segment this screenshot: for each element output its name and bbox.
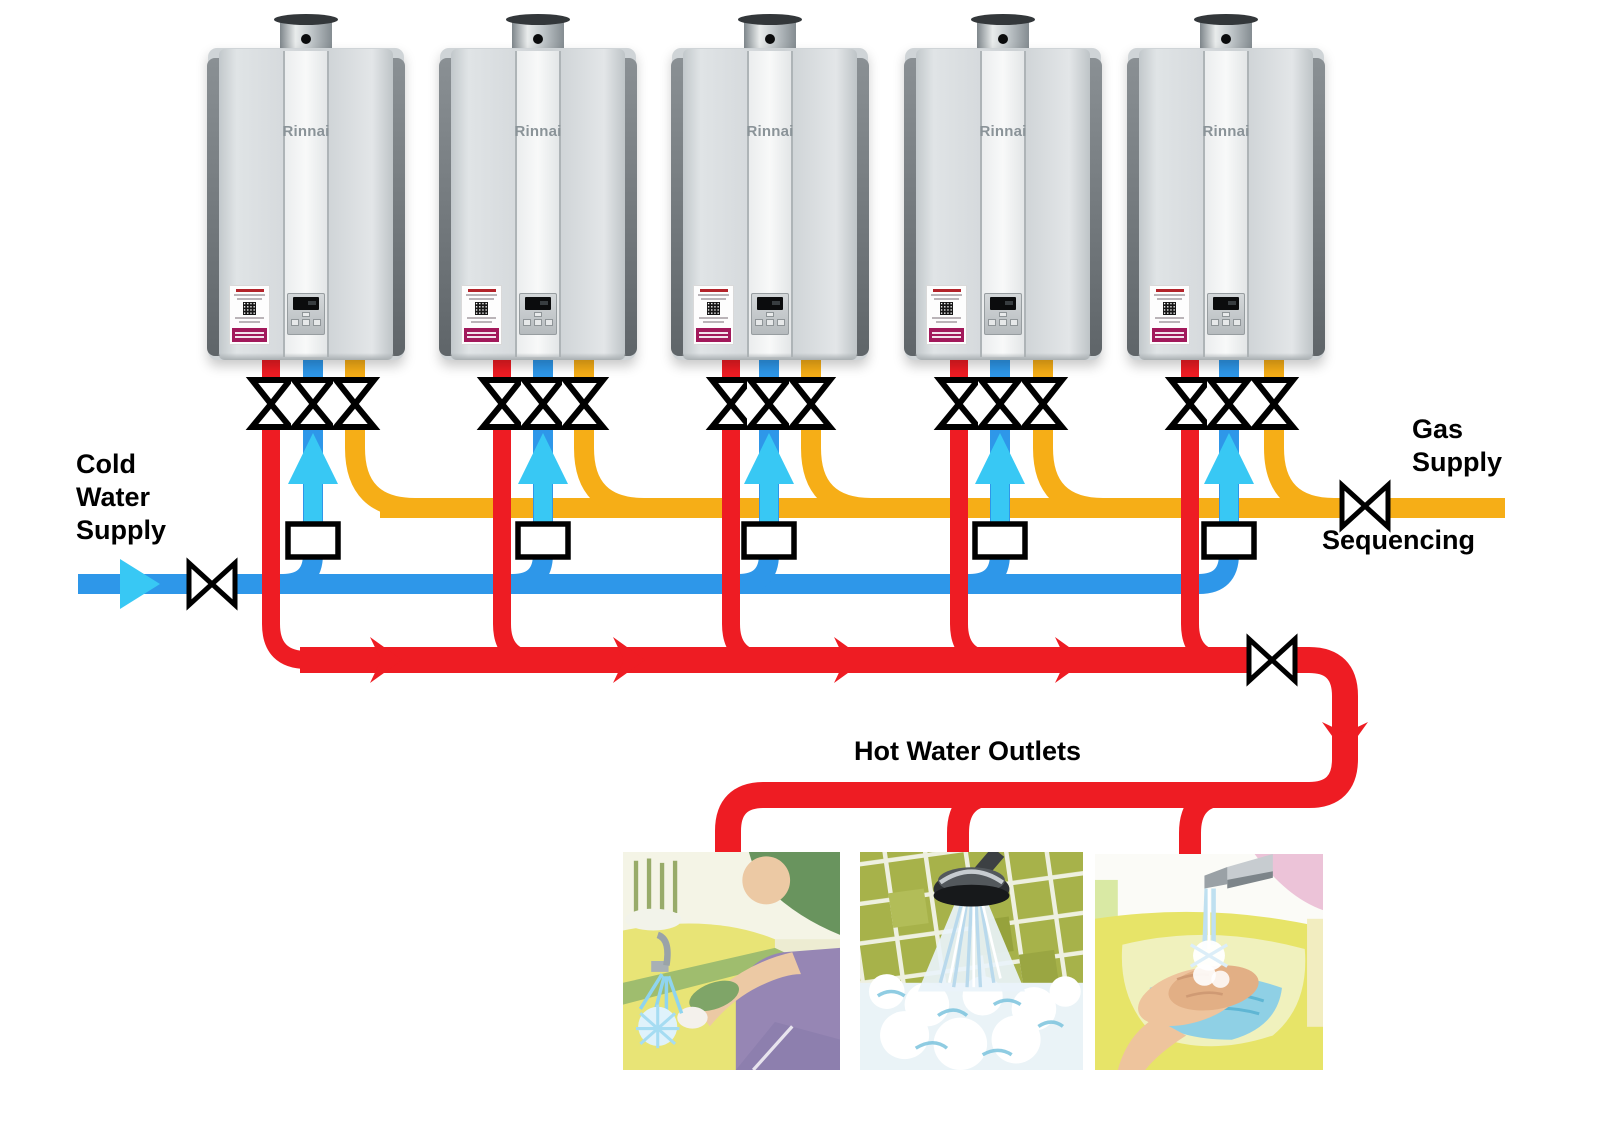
- gas-supply-label: Gas Supply: [1412, 414, 1503, 477]
- hot-water-piping: [262, 345, 1358, 864]
- front-panel: Rinnai: [916, 49, 1090, 359]
- water-heater-4: Rinnai: [904, 12, 1102, 360]
- side-panel-left: [1127, 58, 1142, 356]
- vent-pipe: [506, 12, 570, 56]
- side-panel-right: [854, 58, 869, 356]
- qr-code: [475, 302, 488, 315]
- side-panel-right: [622, 58, 637, 356]
- side-panel-left: [207, 58, 222, 356]
- control-panel: [751, 293, 789, 335]
- heater-body: Rinnai: [904, 48, 1102, 360]
- side-panel-left: [904, 58, 919, 356]
- power-button: [1222, 312, 1230, 317]
- vent-pipe: [274, 12, 338, 56]
- qr-code: [707, 302, 720, 315]
- front-panel: Rinnai: [1139, 49, 1313, 359]
- outlet-image-shower: [860, 852, 1083, 1070]
- vent-pipe: [1194, 12, 1258, 56]
- warranty-label: [1149, 285, 1190, 345]
- front-panel: Rinnai: [683, 49, 857, 359]
- warranty-label: [461, 285, 502, 345]
- heater-isolation-valves: [249, 378, 1296, 430]
- side-panel-right: [390, 58, 405, 356]
- hot-water-outlets-label: Hot Water Outlets: [854, 736, 1082, 766]
- riser-flow-indicators: [120, 433, 1254, 609]
- sequencing-label: Sequencing: [1322, 525, 1476, 555]
- rinnai-logo: Rinnai: [979, 123, 1027, 140]
- cold-flow-arrow: [120, 559, 160, 609]
- heater-body: Rinnai: [439, 48, 637, 360]
- control-panel: [287, 293, 325, 335]
- control-panel: [984, 293, 1022, 335]
- power-button: [766, 312, 774, 317]
- water-heater-5: Rinnai: [1127, 12, 1325, 360]
- power-button: [534, 312, 542, 317]
- display-screen: [757, 297, 783, 310]
- warranty-label: [693, 285, 734, 345]
- water-heater-1: Rinnai: [207, 12, 405, 360]
- control-panel: [1207, 293, 1245, 335]
- control-panel: [519, 293, 557, 335]
- side-panel-right: [1310, 58, 1325, 356]
- hot-main-valve: [1247, 637, 1297, 683]
- front-panel: Rinnai: [219, 49, 393, 359]
- outlet-image-kitchen-sink: [623, 852, 840, 1070]
- cold-water-supply-label: Cold Water Supply: [76, 449, 167, 545]
- display-screen: [1213, 297, 1239, 310]
- vent-pipe: [971, 12, 1035, 56]
- display-screen: [990, 297, 1016, 310]
- rinnai-logo: Rinnai: [514, 123, 562, 140]
- display-screen: [525, 297, 551, 310]
- warranty-label: [926, 285, 967, 345]
- power-button: [302, 312, 310, 317]
- side-panel-left: [439, 58, 454, 356]
- rinnai-logo: Rinnai: [746, 123, 794, 140]
- qr-code: [243, 302, 256, 315]
- gas-sequencing-valve: [1340, 483, 1390, 529]
- cold-supply-shutoff-valve: [187, 561, 237, 607]
- display-screen: [293, 297, 319, 310]
- heater-body: Rinnai: [671, 48, 869, 360]
- outlet-image-hand-washing: [1095, 854, 1323, 1070]
- heater-body: Rinnai: [1127, 48, 1325, 360]
- qr-code: [940, 302, 953, 315]
- side-panel-left: [671, 58, 686, 356]
- water-heater-2: Rinnai: [439, 12, 637, 360]
- gas-piping: [345, 345, 1505, 518]
- water-heater-3: Rinnai: [671, 12, 869, 360]
- vent-pipe: [738, 12, 802, 56]
- warranty-label: [229, 285, 270, 345]
- front-panel: Rinnai: [451, 49, 625, 359]
- rinnai-logo: Rinnai: [282, 123, 330, 140]
- rinnai-logo: Rinnai: [1202, 123, 1250, 140]
- qr-code: [1163, 302, 1176, 315]
- power-button: [999, 312, 1007, 317]
- heater-body: Rinnai: [207, 48, 405, 360]
- side-panel-right: [1087, 58, 1102, 356]
